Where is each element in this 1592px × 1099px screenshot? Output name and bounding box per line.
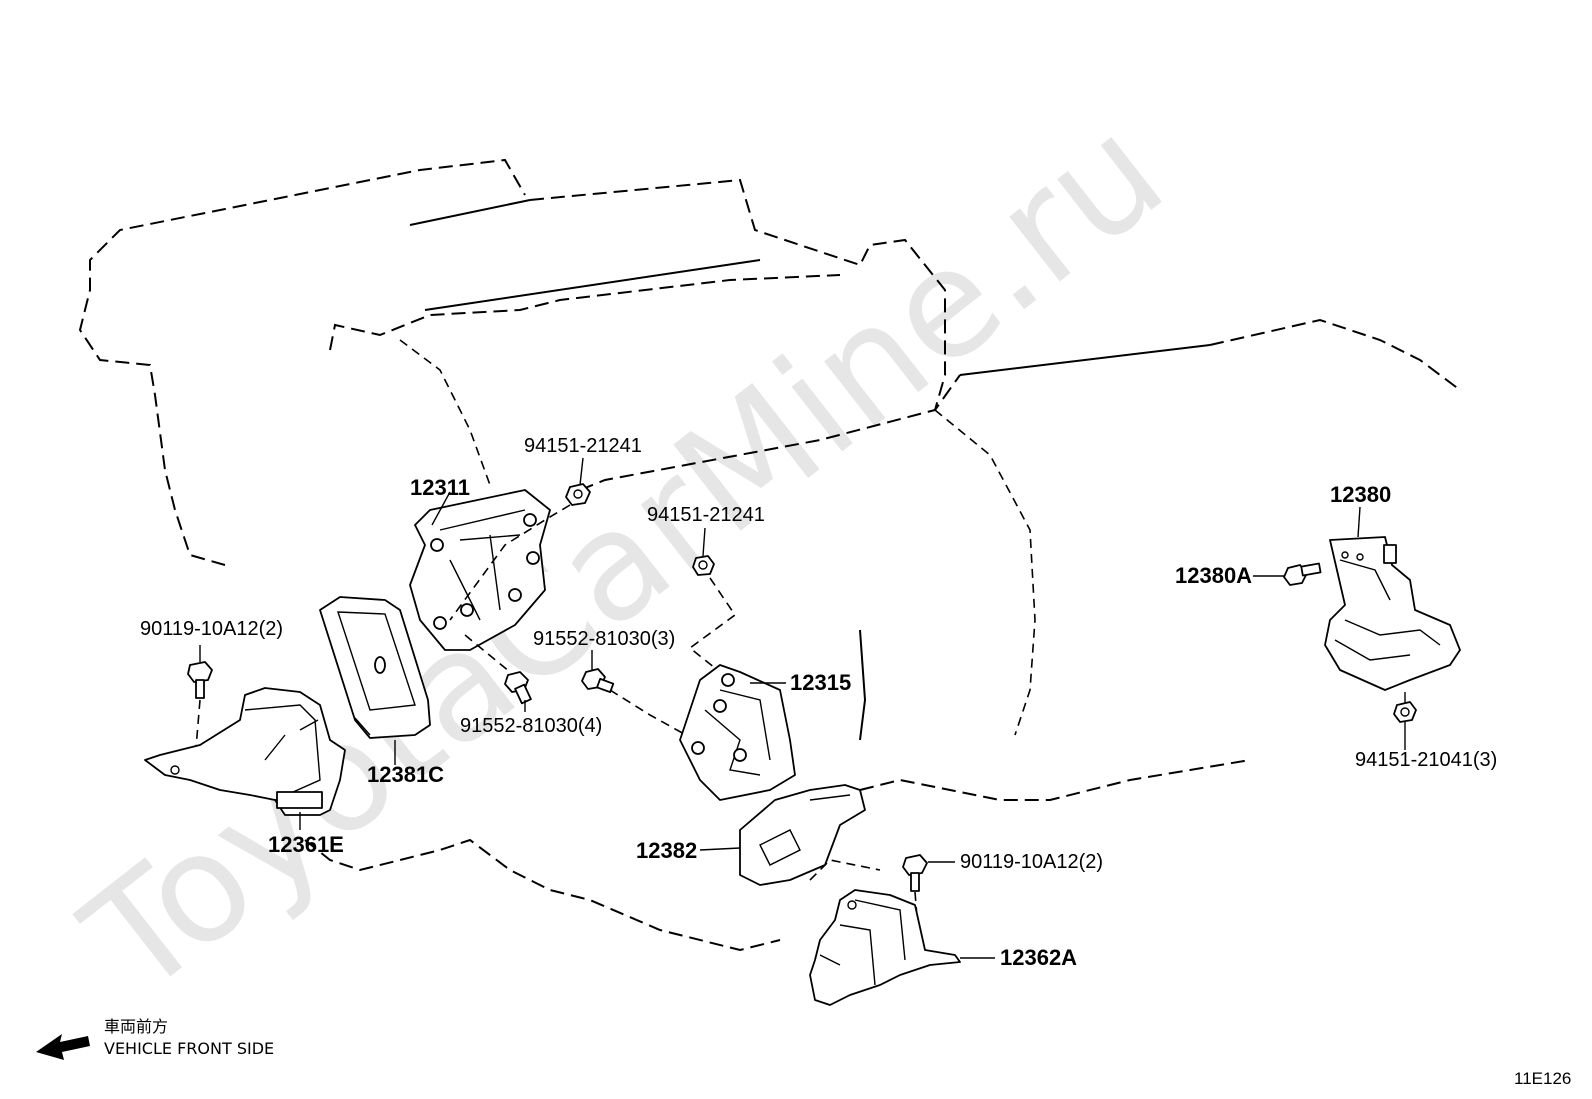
assembly-dash bbox=[449, 504, 571, 621]
label-12380A: 12380A bbox=[1175, 563, 1252, 588]
callout-leader bbox=[699, 847, 741, 851]
nut-94151-right bbox=[1393, 701, 1417, 723]
bolt-hole bbox=[526, 551, 540, 565]
nut-94151-left bbox=[565, 483, 591, 506]
engine-outline bbox=[78, 158, 1461, 952]
nut-94151-mid bbox=[692, 555, 715, 576]
vehicle-front-indicator: 車両前方 VEHICLE FRONT SIDE bbox=[36, 1017, 274, 1060]
assembly-dash bbox=[609, 689, 696, 741]
label-12380: 12380 bbox=[1330, 482, 1391, 507]
label-94151-21041: 94151-21041(3) bbox=[1355, 749, 1497, 771]
label-90119-10A12-right: 90119-10A12(2) bbox=[960, 851, 1103, 873]
bolt-90119-left bbox=[187, 661, 213, 699]
bolt-hole bbox=[523, 513, 537, 527]
bracket-12311 bbox=[409, 489, 551, 651]
label-94151-21241-mid: 94151-21241 bbox=[647, 504, 765, 526]
pad-12381C bbox=[319, 596, 431, 739]
bolt-91552-upper bbox=[581, 668, 615, 694]
label-12382: 12382 bbox=[636, 838, 697, 863]
bolt-12380A bbox=[1283, 562, 1322, 586]
mount-12361E bbox=[144, 687, 346, 816]
callout-leader bbox=[702, 527, 706, 557]
label-12361E: 12361E bbox=[268, 832, 344, 857]
mount-12362A bbox=[809, 889, 961, 1006]
bolt-90119-right bbox=[902, 854, 928, 892]
bolt-91552-lower bbox=[504, 671, 532, 705]
label-90119-10A12-left: 90119-10A12(2) bbox=[140, 618, 283, 640]
label-12311: 12311 bbox=[410, 475, 470, 500]
bolt-hole bbox=[460, 603, 474, 617]
label-12315: 12315 bbox=[790, 670, 851, 695]
callout-leader bbox=[1357, 506, 1361, 538]
bolt-hole bbox=[508, 588, 522, 602]
label-91552-81030-lower: 91552-81030(4) bbox=[460, 715, 602, 737]
front-arrow-icon bbox=[36, 1034, 90, 1060]
callout-leader bbox=[579, 457, 584, 486]
diagram-id: 11E126 bbox=[1514, 1069, 1571, 1088]
bracket-12315 bbox=[679, 664, 796, 801]
bolt-hole bbox=[430, 538, 444, 552]
bolt-hole bbox=[433, 616, 447, 630]
label-91552-81030-upper: 91552-81030(3) bbox=[533, 628, 675, 650]
watermark-text: ToyotaCarMine.ru bbox=[54, 84, 1195, 1028]
assembly-dash bbox=[464, 634, 511, 673]
label-12362A: 12362A bbox=[1000, 945, 1077, 970]
callout-leader bbox=[431, 491, 451, 526]
front-label-japanese: 車両前方 bbox=[104, 1017, 168, 1036]
label-12381C: 12381C bbox=[367, 762, 444, 787]
label-94151-21241-left: 94151-21241 bbox=[524, 435, 642, 457]
assembly-dash bbox=[688, 577, 737, 669]
bracket-12382 bbox=[739, 784, 866, 886]
mount-12380 bbox=[1324, 536, 1461, 691]
front-label-english: VEHICLE FRONT SIDE bbox=[104, 1039, 274, 1058]
